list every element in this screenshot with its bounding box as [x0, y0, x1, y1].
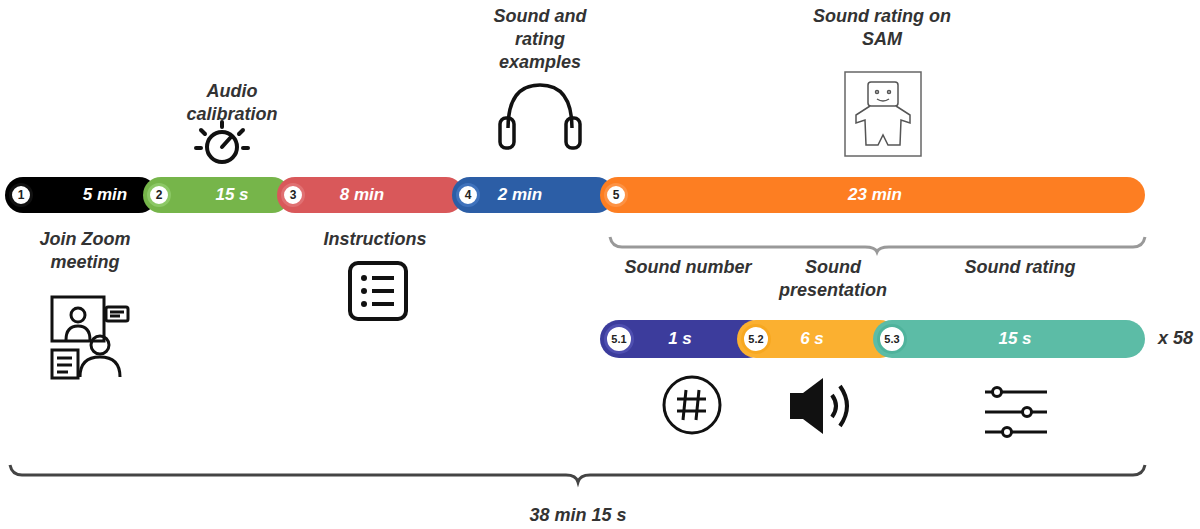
callout-number: 2 — [147, 183, 171, 207]
timeline-segment: 523 minSound rating on SAM — [600, 177, 1145, 213]
step-heading: Sound and rating examples — [480, 5, 600, 74]
duration-label: 6 s — [800, 320, 824, 358]
duration-label: 15 s — [998, 320, 1031, 358]
callout-number: 3 — [281, 183, 305, 207]
callout-number: 5.2 — [741, 324, 771, 354]
hash-icon — [664, 377, 720, 433]
repeat-count: x 58 — [1158, 328, 1193, 349]
total-duration: 38 min 15 s — [529, 505, 626, 526]
callout-number: 1 — [9, 183, 33, 207]
step-heading: Sound rating — [955, 256, 1085, 279]
timeline-segment: 38 minInstructions — [277, 177, 464, 213]
sliders-icon — [985, 388, 1047, 437]
duration-label: 15 s — [215, 177, 248, 213]
zoom-meeting-icon — [52, 297, 128, 378]
step-heading: Sound number — [623, 256, 753, 279]
duration-label: 23 min — [848, 177, 902, 213]
timeline-segment: 5.315 sSound rating — [873, 320, 1145, 358]
bracket — [10, 465, 1145, 482]
callout-number: 5 — [604, 183, 628, 207]
duration-label: 1 s — [668, 320, 692, 358]
sam-figure — [845, 72, 921, 156]
knob-icon — [196, 122, 248, 162]
timeline-segment: 42 minSound and rating examples — [452, 177, 614, 213]
step-heading: Sound rating on SAM — [802, 5, 962, 51]
headphones-icon — [500, 85, 580, 148]
step-heading: Audio calibration — [162, 80, 302, 126]
callout-number: 5.3 — [877, 324, 907, 354]
duration-label: 8 min — [340, 177, 384, 213]
speaker-icon — [790, 378, 847, 434]
list-icon — [350, 263, 406, 319]
step-heading: Instructions — [300, 228, 450, 251]
callout-number: 4 — [456, 183, 480, 207]
callout-number: 5.1 — [604, 324, 634, 354]
step-heading: Join Zoom meeting — [10, 228, 160, 274]
duration-label: 5 min — [83, 177, 127, 213]
duration-label: 2 min — [498, 177, 542, 213]
bracket — [610, 237, 1145, 252]
step-heading: Sound presentation — [763, 256, 903, 302]
timeline-segment: 215 sAudio calibration — [143, 177, 290, 213]
timeline-segment: 15 minJoin Zoom meeting — [5, 177, 157, 213]
